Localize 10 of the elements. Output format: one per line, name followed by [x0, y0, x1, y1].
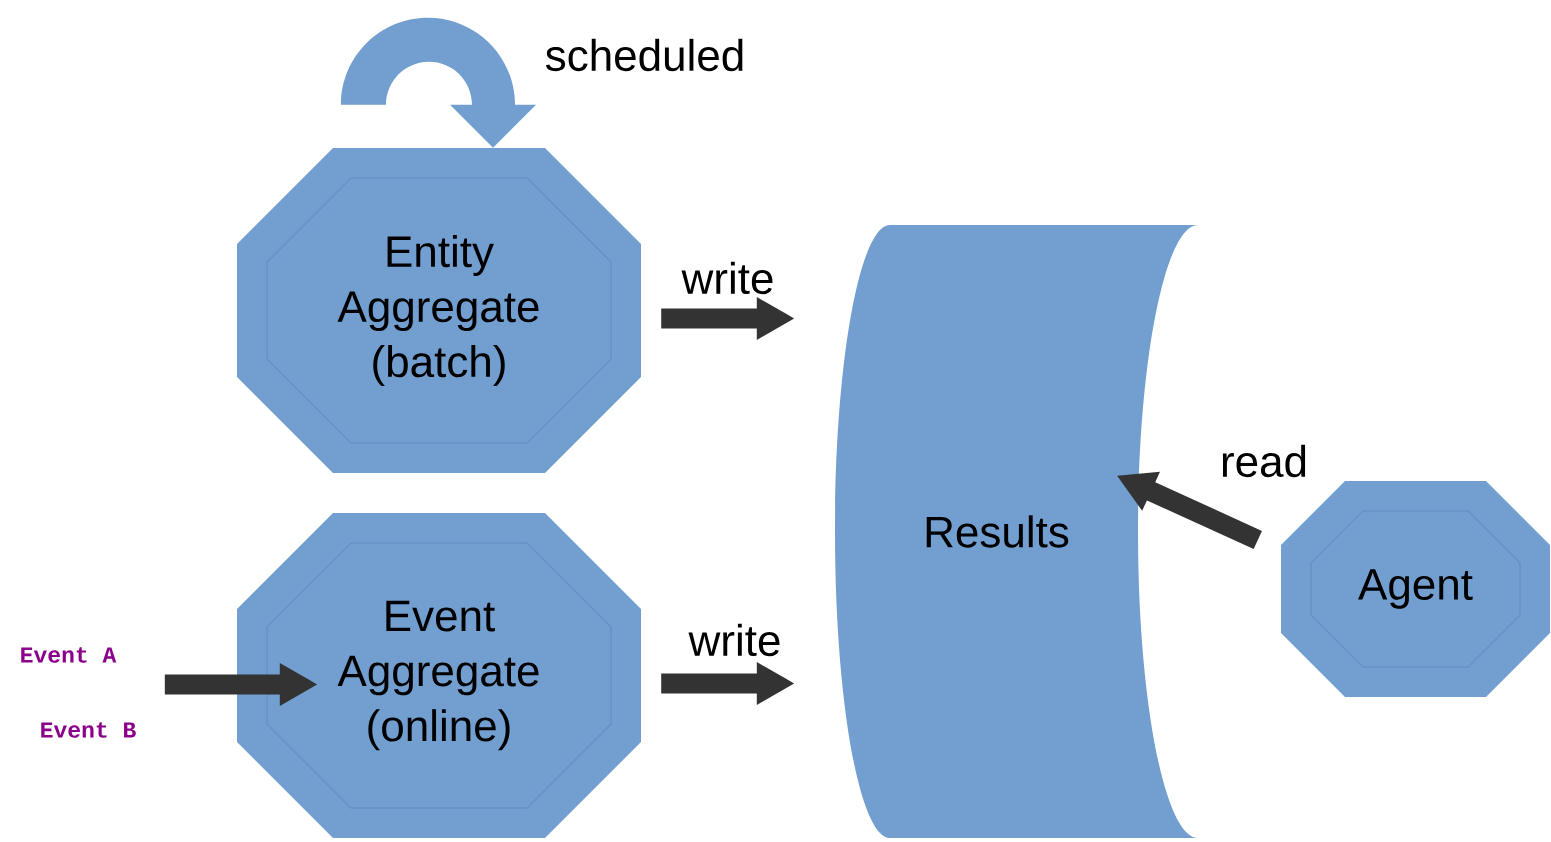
octagon: Event Aggregate (online) — [237, 513, 641, 838]
event-label: Event B — [41, 722, 136, 738]
edge-label: scheduled — [542, 36, 748, 74]
edge-label: write — [679, 259, 777, 297]
edge-label: read — [1218, 442, 1311, 480]
event-label: Event A — [21, 647, 117, 663]
curved-arrow — [341, 17, 536, 148]
edge-label: write — [686, 621, 784, 659]
octagon: Agent — [1281, 481, 1550, 697]
octagon: Entity Aggregate (batch) — [237, 148, 641, 473]
